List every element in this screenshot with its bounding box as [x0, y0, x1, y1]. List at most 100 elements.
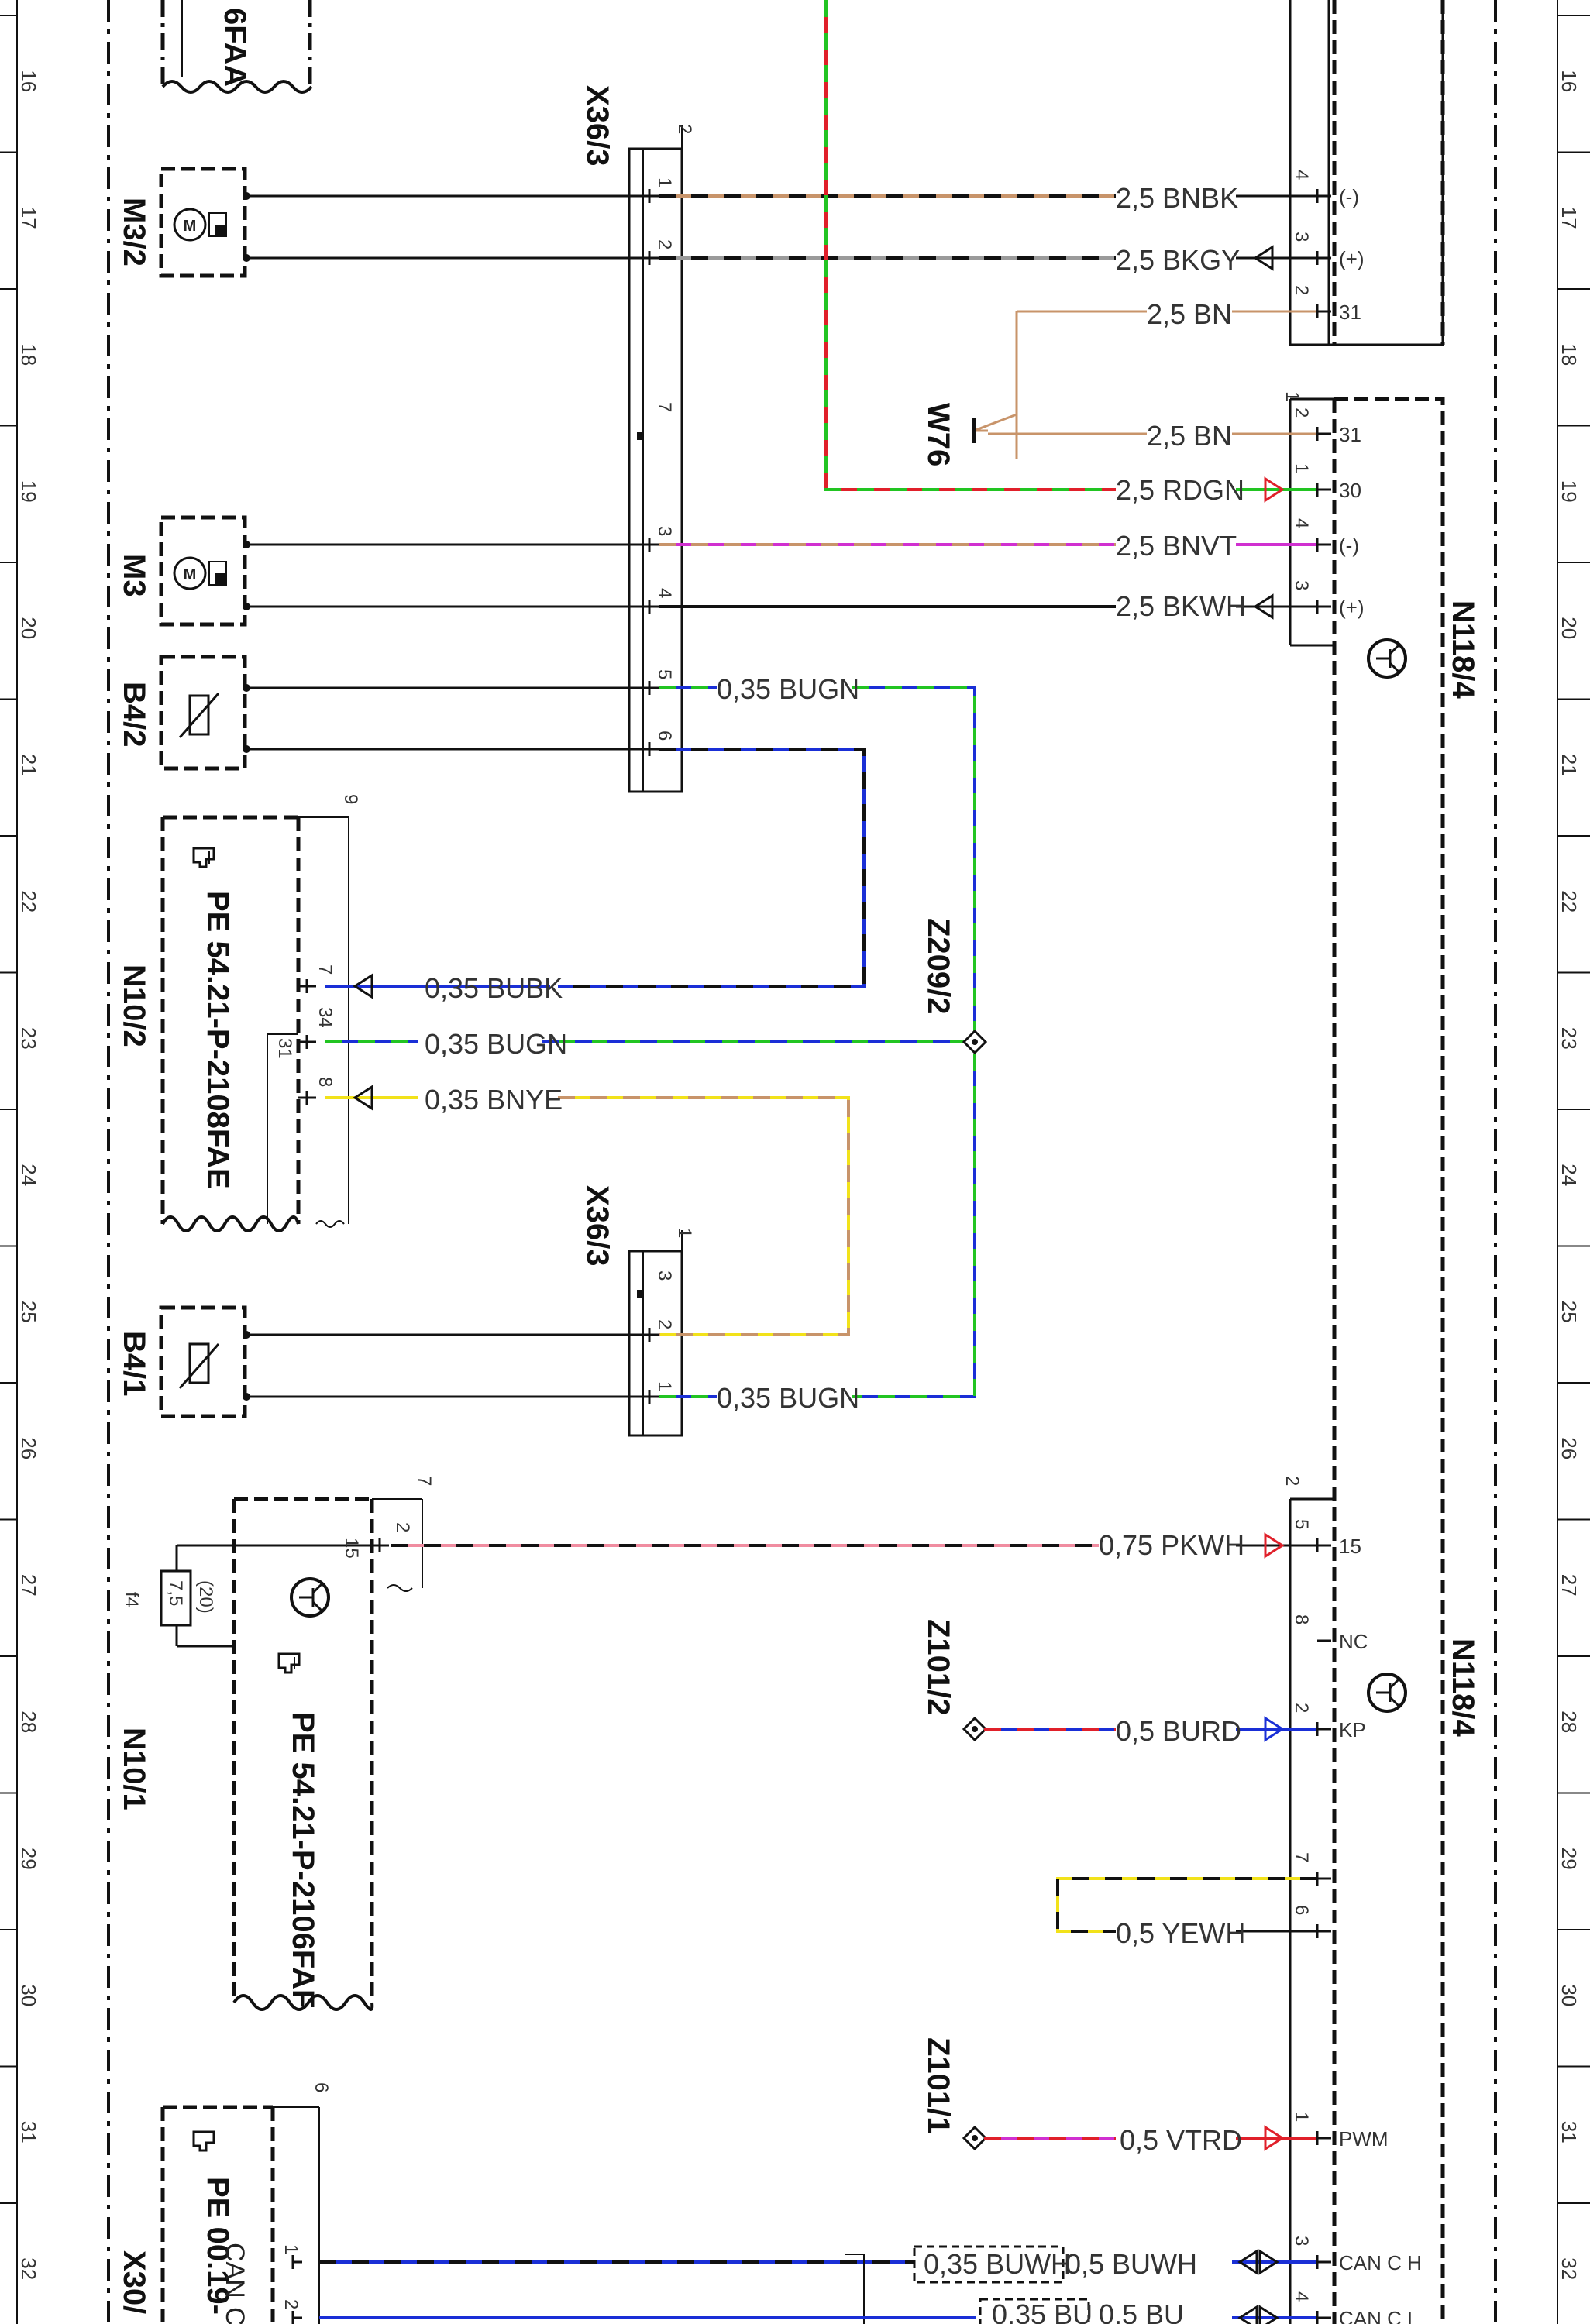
- wire-label: 0,35 BUGN: [717, 1382, 859, 1414]
- pin-function: NC: [1339, 1630, 1368, 1653]
- wire-segment: [1316, 600, 1331, 614]
- arrow-marker: [353, 973, 373, 999]
- pin-number: 5: [654, 669, 675, 679]
- arrow-marker: [1253, 245, 1274, 271]
- wire-segment: [1316, 1722, 1331, 1736]
- arrow-marker: [1264, 1532, 1285, 1559]
- wire-label: 0,75 PKWH: [1099, 1529, 1244, 1561]
- motor-m3-2: M M3/2: [117, 167, 247, 278]
- fuse-f4-alt-value: (20): [195, 1580, 216, 1614]
- pin-number: 2: [392, 1522, 413, 1532]
- pin-function: (-): [1339, 534, 1359, 557]
- junction-dot: [243, 745, 250, 753]
- wire-segment: [1316, 2131, 1331, 2145]
- pin-number: 5: [1291, 1519, 1312, 1529]
- x36-3-bottom-connector-number: 1: [674, 1228, 695, 1238]
- pin-number: 3: [1291, 232, 1312, 242]
- pin-function: 30: [1339, 479, 1361, 502]
- svg-text:M: M: [184, 218, 197, 235]
- pin-number: 7: [315, 964, 336, 975]
- module-n10-1: PE 54.21-P-2106FAF N10/1 7,5 (20) f4 7: [117, 1476, 435, 2011]
- pin-number: 2: [654, 239, 675, 249]
- wire-segment: [298, 1091, 316, 1105]
- wire-segment: [1316, 2255, 1331, 2269]
- pin-number: 3: [654, 1270, 675, 1281]
- fuse-f4-value: 7,5: [165, 1580, 186, 1606]
- junction-dot: [243, 1393, 250, 1401]
- junction-dot: [243, 192, 250, 200]
- n10-1-pe-reference: PE 54.21-P-2106FAF: [286, 1712, 320, 2008]
- grid-number: 26: [1557, 1437, 1581, 1459]
- connector-x36-3-top: X36/3 2: [580, 85, 695, 793]
- pin-function: 31: [1339, 423, 1361, 446]
- wire-segment: [291, 2311, 302, 2324]
- junction-dot: [243, 254, 250, 262]
- pin-number: 8: [315, 1077, 336, 1087]
- wire-segment: [852, 686, 976, 1042]
- n118-4-transistor-icon-bottom: [1367, 1673, 1407, 1713]
- arrow-marker: [1264, 2125, 1285, 2151]
- module-n118-4: 1 2 N118/4 N118/4: [1282, 0, 1480, 2324]
- grid-number: 16: [1557, 70, 1581, 92]
- arrow-marker: [1258, 2249, 1279, 2275]
- pin-number: 1: [1291, 463, 1312, 473]
- grid-number: 24: [17, 1164, 40, 1186]
- wire-label: 0,5 BURD: [1116, 1715, 1241, 1747]
- grid-number: 21: [1557, 754, 1581, 776]
- fuse-f4-label: f4: [121, 1592, 142, 1607]
- pin-number: 15: [341, 1538, 362, 1559]
- pin-number: 1: [654, 1381, 675, 1391]
- pin-number: 7: [654, 402, 675, 412]
- connector-x36-3-bottom: X36/3 1: [580, 1185, 695, 1437]
- grid-number: 17: [1557, 207, 1581, 229]
- arrow-marker: [1237, 2249, 1258, 2275]
- n10-1-hand-icon: [277, 1652, 301, 1674]
- pin-number: 4: [1291, 2291, 1312, 2302]
- n118-4-bottom-label: N118/4: [1446, 1638, 1480, 1738]
- grid-number: 23: [17, 1027, 40, 1050]
- wire-label: 0,5 BU: [1099, 2298, 1184, 2324]
- wire-segment: [845, 2254, 865, 2324]
- wire-segment: [648, 189, 659, 203]
- x36-3-bottom-label: X36/3: [580, 1185, 614, 1267]
- junction-dot: [243, 1331, 250, 1339]
- wire-label: 0,35 BUGN: [717, 673, 859, 705]
- pin-number: 1: [280, 2244, 301, 2254]
- wire-label: 2,5 RDGN: [1116, 474, 1244, 506]
- pin-function: PWM: [1339, 2127, 1389, 2150]
- grid-number: 24: [1557, 1164, 1581, 1186]
- wire-label: 2,5 BKWH: [1116, 590, 1246, 622]
- n118-4-transistor-icon-top: [1367, 638, 1407, 679]
- wire-label: 0,35 BU: [992, 2298, 1093, 2324]
- n118-4-lower-connector-number: 2: [1282, 1476, 1303, 1486]
- motor-m3-2-label: M3/2: [117, 198, 151, 266]
- grid-number: 21: [17, 754, 40, 776]
- arrow-marker: [1258, 2305, 1279, 2324]
- wire-segment: [852, 1054, 976, 1398]
- pin-number: 3: [1291, 580, 1312, 590]
- pin-number: 4: [654, 588, 675, 598]
- grid-number: 28: [17, 1710, 40, 1733]
- wire-segment: [1316, 538, 1331, 552]
- wire-segment: [648, 538, 659, 552]
- grid-number: 31: [17, 2121, 40, 2144]
- junction-dot: [243, 684, 250, 692]
- wire-label: 0,35 BUBK: [425, 972, 563, 1004]
- wire-segment: [648, 600, 659, 614]
- junction-dot: [243, 603, 250, 610]
- pin-number: 6: [1291, 1905, 1312, 1915]
- ground-w76: W76: [921, 310, 1147, 466]
- pin-function: KP: [1339, 1718, 1366, 1741]
- grid-number: 27: [1557, 1574, 1581, 1597]
- wire-segment: [648, 251, 659, 265]
- z101-1-label: Z101/1: [921, 2037, 955, 2134]
- motor-m3: M M3: [117, 515, 247, 627]
- wire-segment: [1316, 1872, 1331, 1886]
- pin-function: (-): [1339, 185, 1359, 208]
- pin-function: (+): [1339, 596, 1365, 619]
- wire-label: 0,35 BNYE: [425, 1084, 563, 1116]
- pin-number: 31: [274, 1038, 295, 1059]
- wire-label: 2,5 BNVT: [1116, 530, 1237, 562]
- wire-segment: [298, 1035, 316, 1049]
- wires: [234, 0, 1331, 2324]
